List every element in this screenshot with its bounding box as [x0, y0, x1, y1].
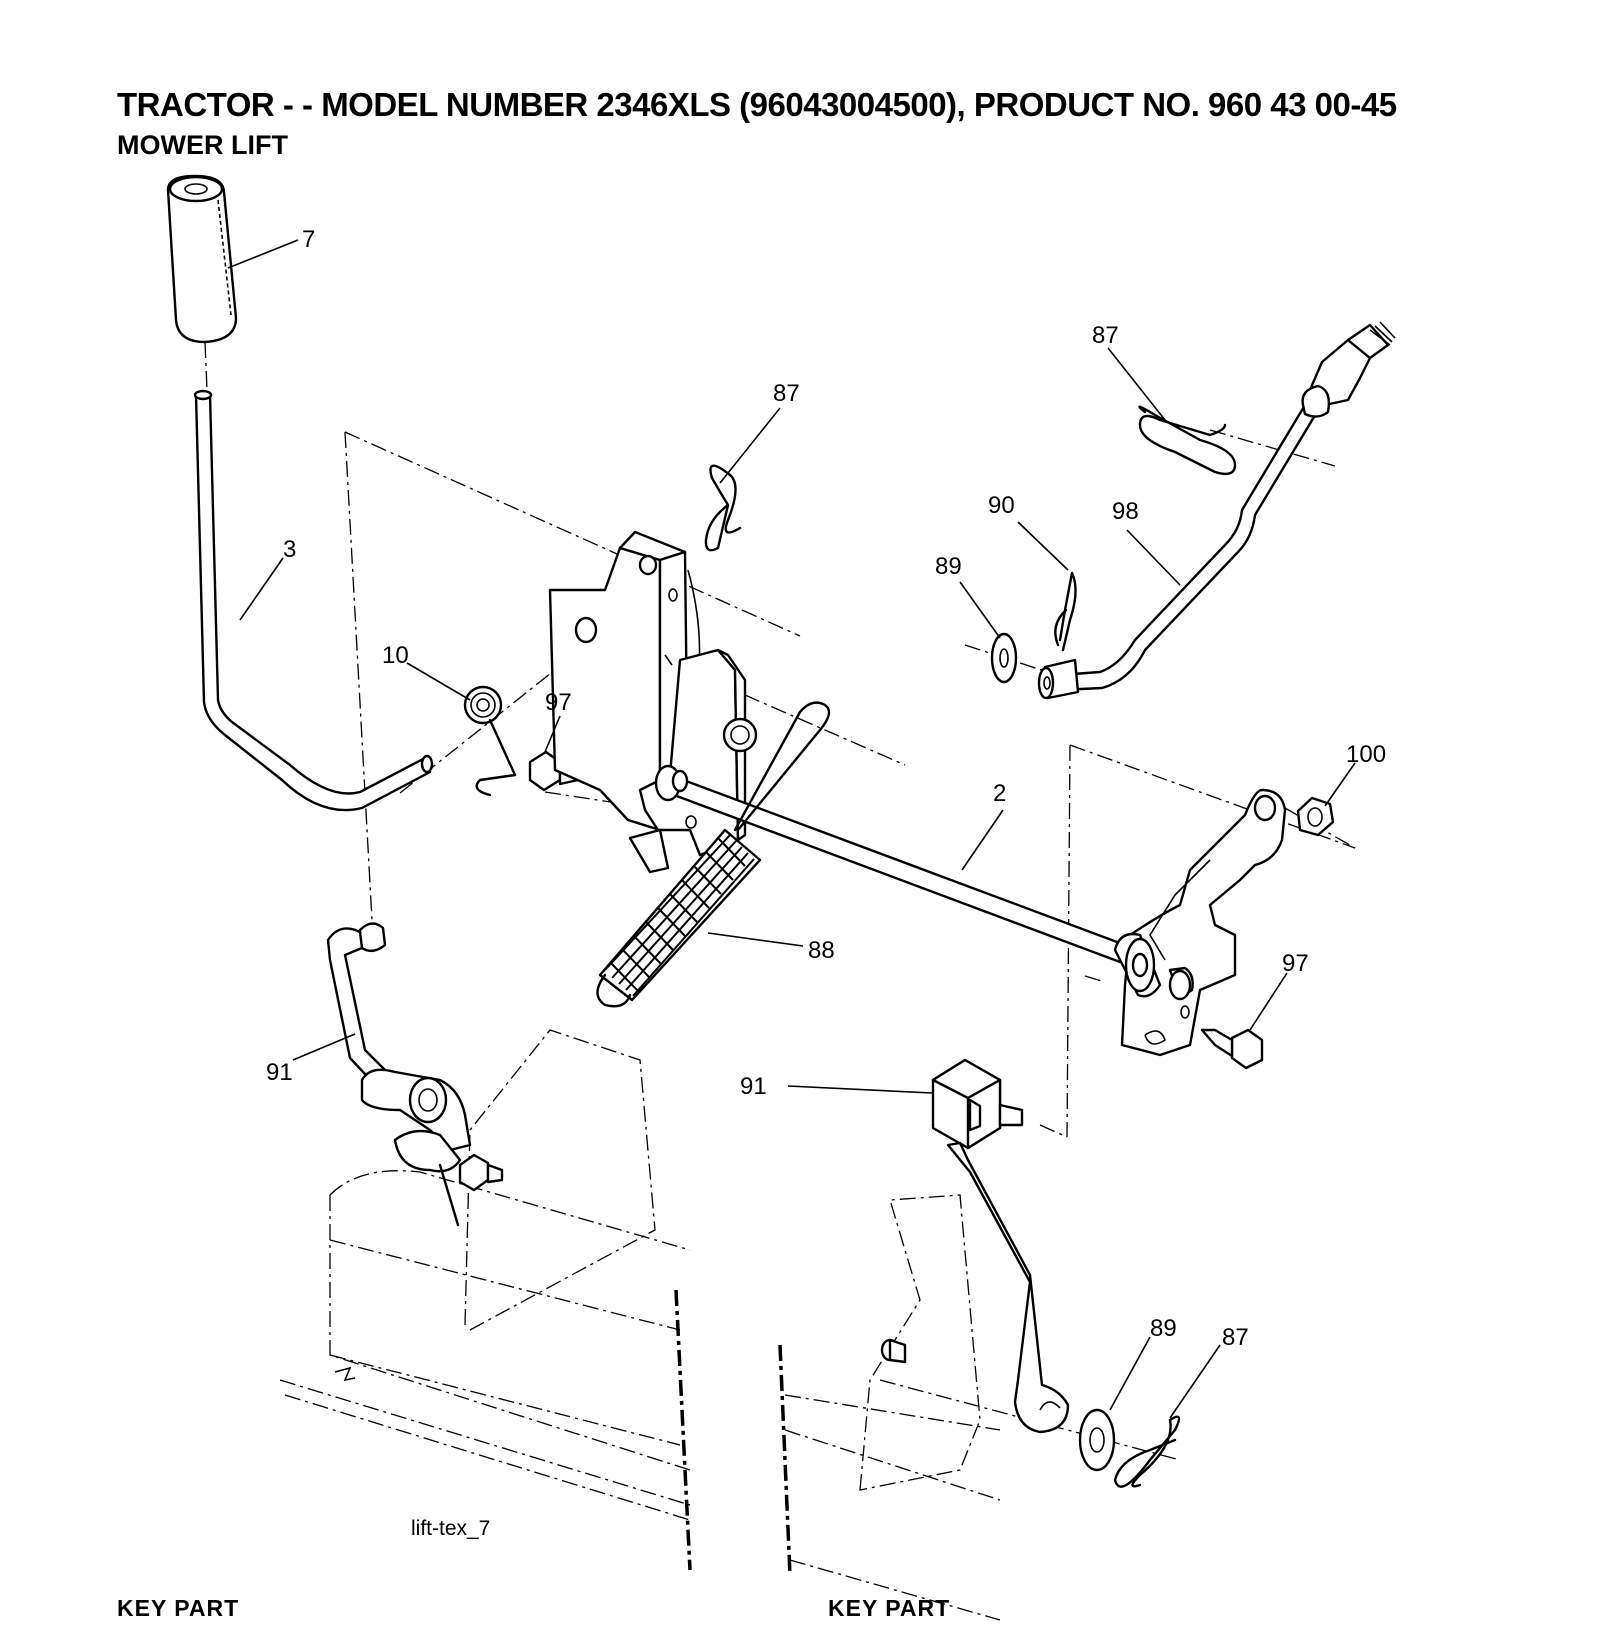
- lift-link-rod: [1037, 321, 1396, 700]
- flat-washer-upper: [990, 632, 1018, 684]
- shoulder-bolt-lower: [1200, 1028, 1264, 1070]
- cotter-clip: [1054, 571, 1077, 652]
- hairpin-clip-upper: [704, 464, 742, 552]
- deck-pin-right: [880, 1338, 907, 1364]
- callout-89-upper: 89: [935, 553, 962, 580]
- callout-97-lower: 97: [1282, 950, 1309, 977]
- hairpin-clip-lower: [1113, 1415, 1181, 1488]
- adjustment-link-right: [931, 1058, 1070, 1434]
- callout-7: 7: [302, 226, 315, 253]
- callout-91-right: 91: [740, 1073, 767, 1100]
- right-lift-arm: [1113, 788, 1287, 1057]
- lift-lever-rod: [193, 389, 434, 812]
- callout-89-lower: 89: [1150, 1315, 1177, 1342]
- callout-98: 98: [1112, 498, 1139, 525]
- callout-91-left: 91: [266, 1059, 293, 1086]
- callout-90: 90: [988, 492, 1015, 519]
- section-subtitle: MOWER LIFT: [117, 130, 288, 160]
- leader-lines: [227, 239, 1356, 1419]
- adjustment-link-left: [326, 922, 504, 1227]
- handle-grip: [166, 174, 238, 344]
- parts-table-heading-left: KEY PART: [117, 1595, 240, 1621]
- mower-deck-left: [279, 1029, 692, 1571]
- callout-2: 2: [993, 780, 1006, 807]
- flat-washer-lower: [1078, 1408, 1116, 1472]
- hairpin-clip-right: [1138, 405, 1237, 476]
- callout-87-upper-right: 87: [1092, 322, 1119, 349]
- callout-87-upper-middle: 87: [773, 380, 800, 407]
- callout-labels: 7 3 87 87 90 98 89 10 97 100 2 88 97 91 …: [266, 226, 1386, 1540]
- image-code: lift-tex_7: [411, 1517, 490, 1540]
- callout-88: 88: [808, 937, 835, 964]
- callout-97-upper: 97: [545, 689, 572, 716]
- parts-table-heading-right: KEY PART: [828, 1595, 951, 1621]
- callout-87-lower: 87: [1222, 1324, 1249, 1351]
- extension-spring: [596, 701, 831, 1008]
- mower-deck-right: [778, 1194, 1001, 1621]
- callout-3: 3: [283, 536, 296, 563]
- page-title: TRACTOR - - MODEL NUMBER 2346XLS (960430…: [117, 86, 1397, 123]
- callout-100: 100: [1346, 741, 1386, 768]
- hex-nut: [1296, 796, 1335, 837]
- callout-10: 10: [382, 642, 409, 669]
- torsion-spring: [463, 685, 517, 797]
